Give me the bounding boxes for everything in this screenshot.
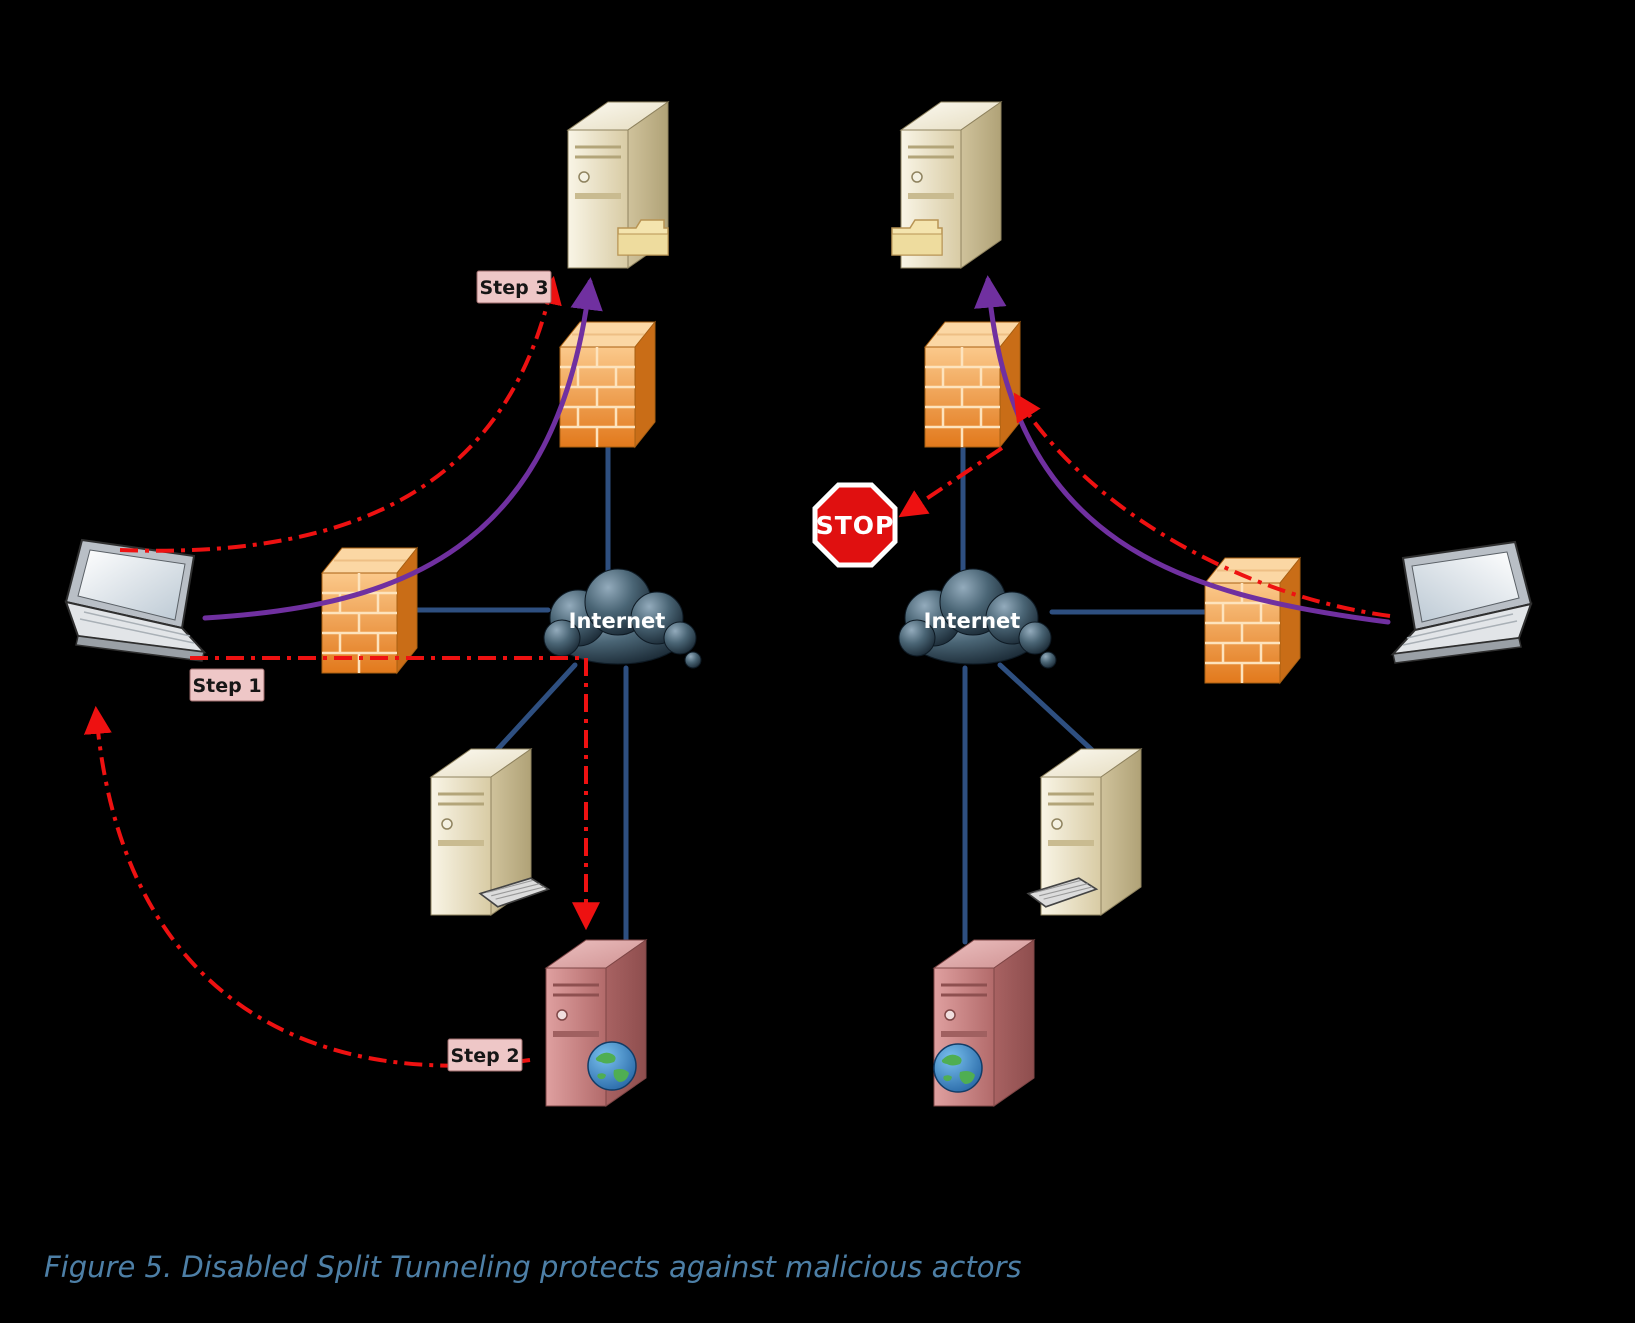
- step2-label-text: Step 2: [450, 1045, 519, 1067]
- step3-label: Step 3: [476, 270, 552, 304]
- internet-label-left: Internet: [569, 609, 666, 633]
- stop-sign-icon: STOP: [812, 482, 898, 568]
- perimeter-firewall-left: [558, 320, 657, 449]
- step2-label: Step 2: [447, 1038, 523, 1072]
- laptop-right: [1392, 541, 1532, 664]
- vpn-firewall-left: [320, 546, 419, 675]
- step3-label-text: Step 3: [479, 277, 548, 299]
- remote-firewall-right: [1203, 556, 1302, 685]
- vpn-tunnel-arrow-right: [974, 275, 1391, 625]
- internet-label-right: Internet: [924, 609, 1021, 633]
- attack-step3-path: [119, 275, 562, 553]
- figure-caption: Figure 5. Disabled Split Tunneling prote…: [44, 1250, 1022, 1284]
- globe-icon-left: [587, 1041, 637, 1091]
- connector-internet-server-left: [494, 662, 578, 753]
- folder-icon-right: [891, 219, 943, 256]
- blocked-arrow-to-stop: [898, 446, 1004, 518]
- network-connectors: [409, 442, 1215, 945]
- connector-internet-server-right: [997, 662, 1095, 753]
- step1-label: Step 1: [189, 668, 265, 702]
- blocked-attack-path-right: [1013, 392, 1391, 618]
- stop-sign-label: STOP: [816, 511, 895, 540]
- laptop-left: [65, 539, 205, 662]
- globe-icon-right: [933, 1043, 983, 1093]
- attack-step1-step2-path: [190, 656, 600, 931]
- step1-label-text: Step 1: [192, 675, 261, 697]
- vpn-tunnel-arrow-left: [202, 277, 603, 621]
- attack-return-path: [83, 705, 531, 1068]
